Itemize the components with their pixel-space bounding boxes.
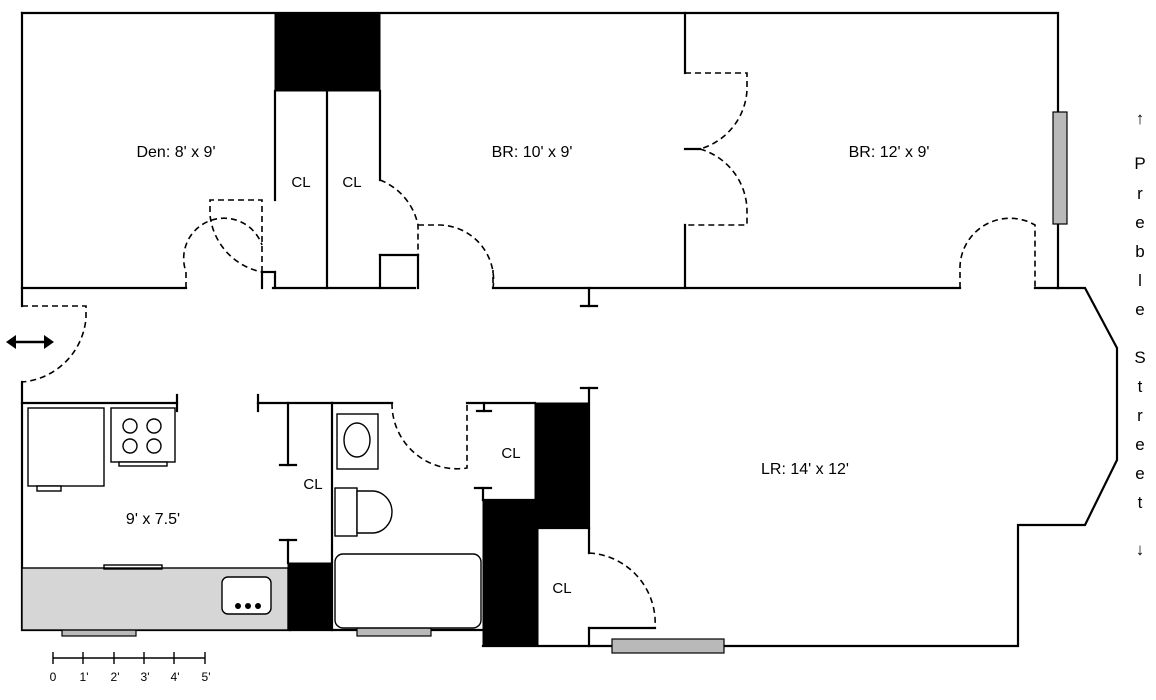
- street-label: ↑ P r e b l e S t r e e t ↓: [1134, 109, 1145, 559]
- living-room-outer-wall: [481, 286, 1119, 648]
- burner-icon: [146, 438, 162, 454]
- closet-label: CL: [303, 476, 322, 493]
- window-living-room: [611, 638, 725, 654]
- bedroom1-door: [418, 224, 495, 289]
- fridge-handle: [36, 485, 62, 492]
- bath-basin-icon: [343, 422, 371, 458]
- refrigerator: [27, 407, 105, 487]
- bedroom-double-door-top: [685, 72, 748, 150]
- scale-tick-label: 1': [80, 670, 89, 684]
- sink-knob-icon: [255, 603, 261, 609]
- north-arrow-icon: ↑: [1136, 109, 1145, 128]
- street-letter: e: [1135, 213, 1144, 232]
- street-letter: e: [1135, 300, 1144, 319]
- sink-knob-icon: [235, 603, 241, 609]
- stove-front: [118, 461, 168, 467]
- street-letter: b: [1135, 242, 1144, 261]
- street-letter: t: [1138, 493, 1143, 512]
- bedroom2-door: [959, 217, 1036, 288]
- bedroom-1-label: BR: 10' x 9': [492, 144, 573, 161]
- burner-icon: [122, 438, 138, 454]
- street-letter: l: [1138, 271, 1142, 290]
- street-letter: S: [1134, 348, 1145, 367]
- bath-door: [391, 402, 468, 470]
- den-closet-door: [209, 199, 263, 273]
- street-letter: r: [1137, 406, 1143, 425]
- burner-icon: [122, 418, 138, 434]
- street-letter: e: [1135, 464, 1144, 483]
- scale-tick-label: 4': [171, 670, 180, 684]
- den-door: [182, 217, 263, 288]
- stove: [110, 407, 176, 463]
- street-letter: e: [1135, 435, 1144, 454]
- south-arrow-icon: ↓: [1136, 540, 1145, 559]
- scale-tick-label: 5': [202, 670, 211, 684]
- lr-closet-door: [588, 552, 656, 629]
- scale-bar: 0 1' 2' 3' 4' 5': [50, 652, 211, 684]
- bathtub: [334, 553, 482, 629]
- bedroom-2-label: BR: 12' x 9': [849, 144, 930, 161]
- scale-tick-label: 2': [111, 670, 120, 684]
- street-letter: r: [1137, 184, 1143, 203]
- street-letter: t: [1138, 377, 1143, 396]
- closet-label: CL: [501, 445, 520, 462]
- entry-door: [21, 305, 87, 383]
- living-room-label: LR: 14' x 12': [761, 461, 849, 478]
- closet-label: CL: [291, 174, 310, 191]
- wall-mass-bath: [287, 562, 333, 630]
- entry-arrow-icon: [6, 335, 54, 349]
- street-letter: P: [1134, 154, 1145, 173]
- bedroom-double-door-bottom: [685, 148, 748, 226]
- wall-mass-lr-2: [482, 499, 539, 647]
- kitchen-label: 9' x 7.5': [126, 511, 180, 528]
- closet-door: [379, 179, 419, 255]
- closet-label: CL: [342, 174, 361, 191]
- toilet-bowl-icon: [356, 490, 393, 534]
- closet-label: CL: [552, 580, 571, 597]
- burner-icon: [146, 418, 162, 434]
- scale-tick-label: 3': [141, 670, 150, 684]
- sink-knob-icon: [245, 603, 251, 609]
- wall-mass-lr-1: [534, 402, 590, 529]
- den-label: Den: 8' x 9': [136, 144, 215, 161]
- toilet-tank: [334, 487, 358, 537]
- window-bedroom2: [1052, 111, 1068, 225]
- scale-tick-label: 0: [50, 670, 57, 684]
- counter-lip: [103, 564, 163, 570]
- chimney-top: [274, 12, 381, 92]
